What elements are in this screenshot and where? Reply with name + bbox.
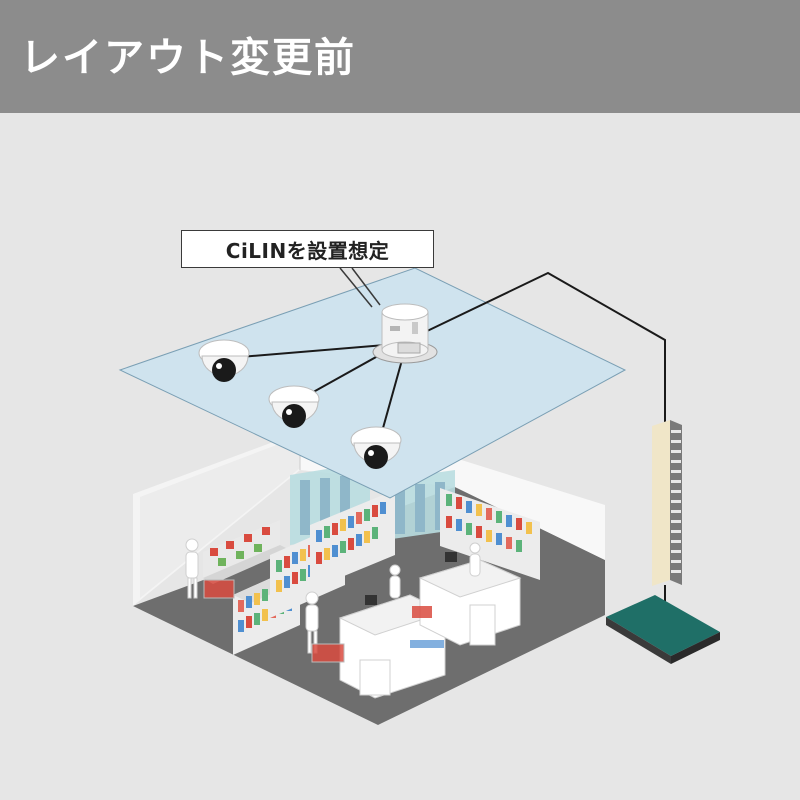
- dome-camera-icon: [268, 385, 320, 428]
- product-shelves: [203, 488, 540, 655]
- shopping-carts: [203, 579, 432, 663]
- checkout-counters: [338, 552, 522, 699]
- customers-and-staff: [185, 538, 481, 654]
- network-switch-icon: [606, 595, 720, 664]
- cilin-callout-label: CiLINを設置想定: [181, 230, 434, 268]
- dome-camera-icon: [198, 339, 250, 382]
- page-title: レイアウト変更前: [20, 35, 356, 81]
- ceiling-cables: [227, 271, 666, 447]
- callout-pointer: [339, 267, 381, 308]
- cilin-ap-icon: [372, 303, 438, 364]
- dome-camera-icon: [350, 426, 402, 469]
- header-bar: レイアウト変更前: [0, 0, 800, 113]
- ceiling-panel: [118, 267, 627, 499]
- cable-pole-icon: [652, 420, 682, 615]
